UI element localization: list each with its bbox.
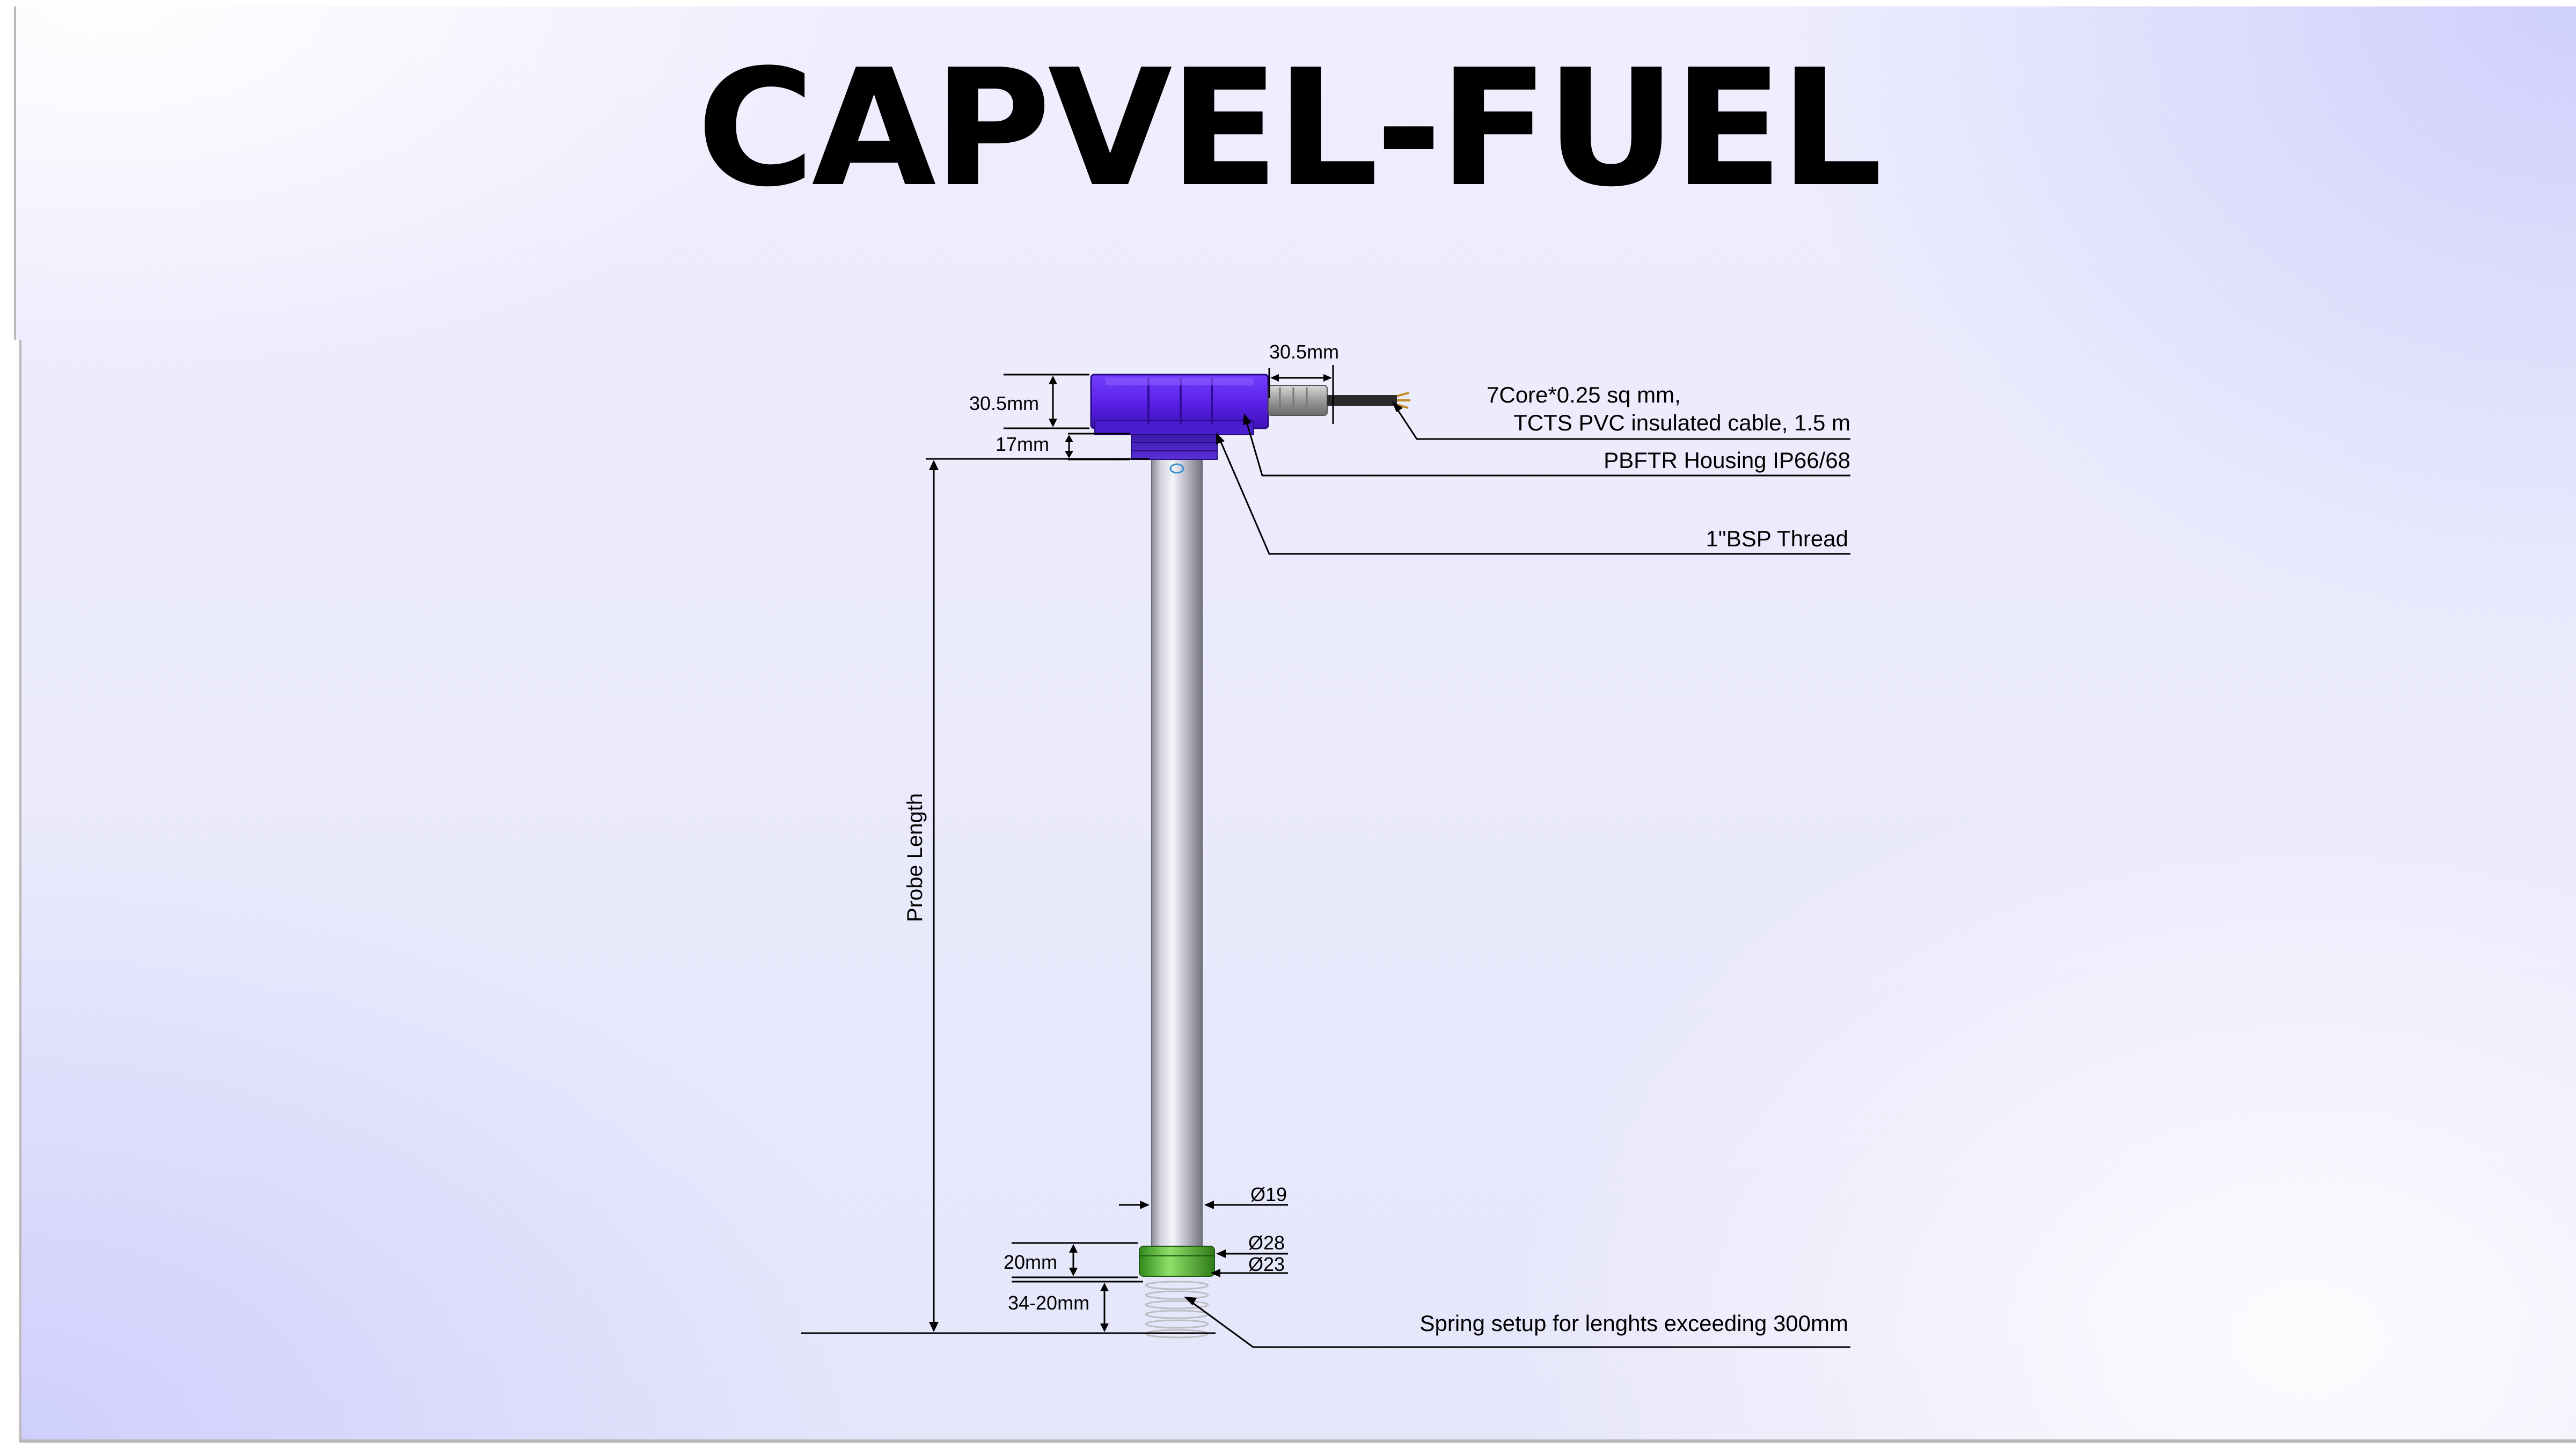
dimension-lines (801, 365, 1334, 1334)
housing-top-highlight (1106, 378, 1254, 385)
callout-leaders (1187, 404, 1850, 1348)
bottom-ring (1139, 1246, 1215, 1277)
spring-callout: Spring setup for lenghts exceeding 300mm (1420, 1311, 1848, 1336)
slide-frame-bottom-fill (0, 1443, 2576, 1448)
slide-frame-left-fill (0, 6, 14, 1448)
slide-frame-bottom-line (19, 1439, 2576, 1443)
probe-length-label: Probe Length (903, 793, 927, 922)
ring-outer-diameter-label: Ø28 (1248, 1232, 1285, 1254)
housing-callout: PBFTR Housing IP66/68 (1604, 448, 1850, 473)
cable (1327, 395, 1397, 406)
slide-frame-left-line (19, 340, 21, 1442)
sensor-body (1090, 374, 1410, 1339)
housing-base-flange (1094, 420, 1254, 435)
bsp-thread (1131, 433, 1218, 460)
slide-frame-top (0, 0, 2576, 6)
slide-frame-left-line (14, 6, 16, 340)
thread-callout: 1"BSP Thread (1706, 526, 1848, 551)
slide-frame-left-fill (14, 340, 19, 1448)
tube-top-cap (1169, 463, 1184, 474)
slide-title: CAPVEL-FUEL (697, 35, 1883, 222)
cable-gland-length-label: 30.5mm (1269, 341, 1339, 363)
cable-spec-line-2: TCTS PVC insulated cable, 1.5 m (1513, 410, 1850, 435)
housing-height-label: 30.5mm (969, 392, 1039, 414)
ring-height-label: 20mm (1004, 1251, 1057, 1273)
tube-diameter-label: Ø19 (1250, 1183, 1287, 1205)
cable-wires (1396, 392, 1410, 409)
callout-arrowheads (1184, 401, 1403, 1305)
dimension-arrowheads (929, 374, 1332, 1332)
spring (1145, 1281, 1209, 1339)
cable-gland (1268, 385, 1328, 416)
probe-tube (1151, 458, 1203, 1251)
thread-height-label: 17mm (996, 433, 1049, 455)
spring-height-label: 34-20mm (1008, 1292, 1089, 1314)
cable-spec-line-1: 7Core*0.25 sq mm, (1487, 382, 1681, 407)
ring-inner-diameter-label: Ø23 (1248, 1253, 1285, 1275)
